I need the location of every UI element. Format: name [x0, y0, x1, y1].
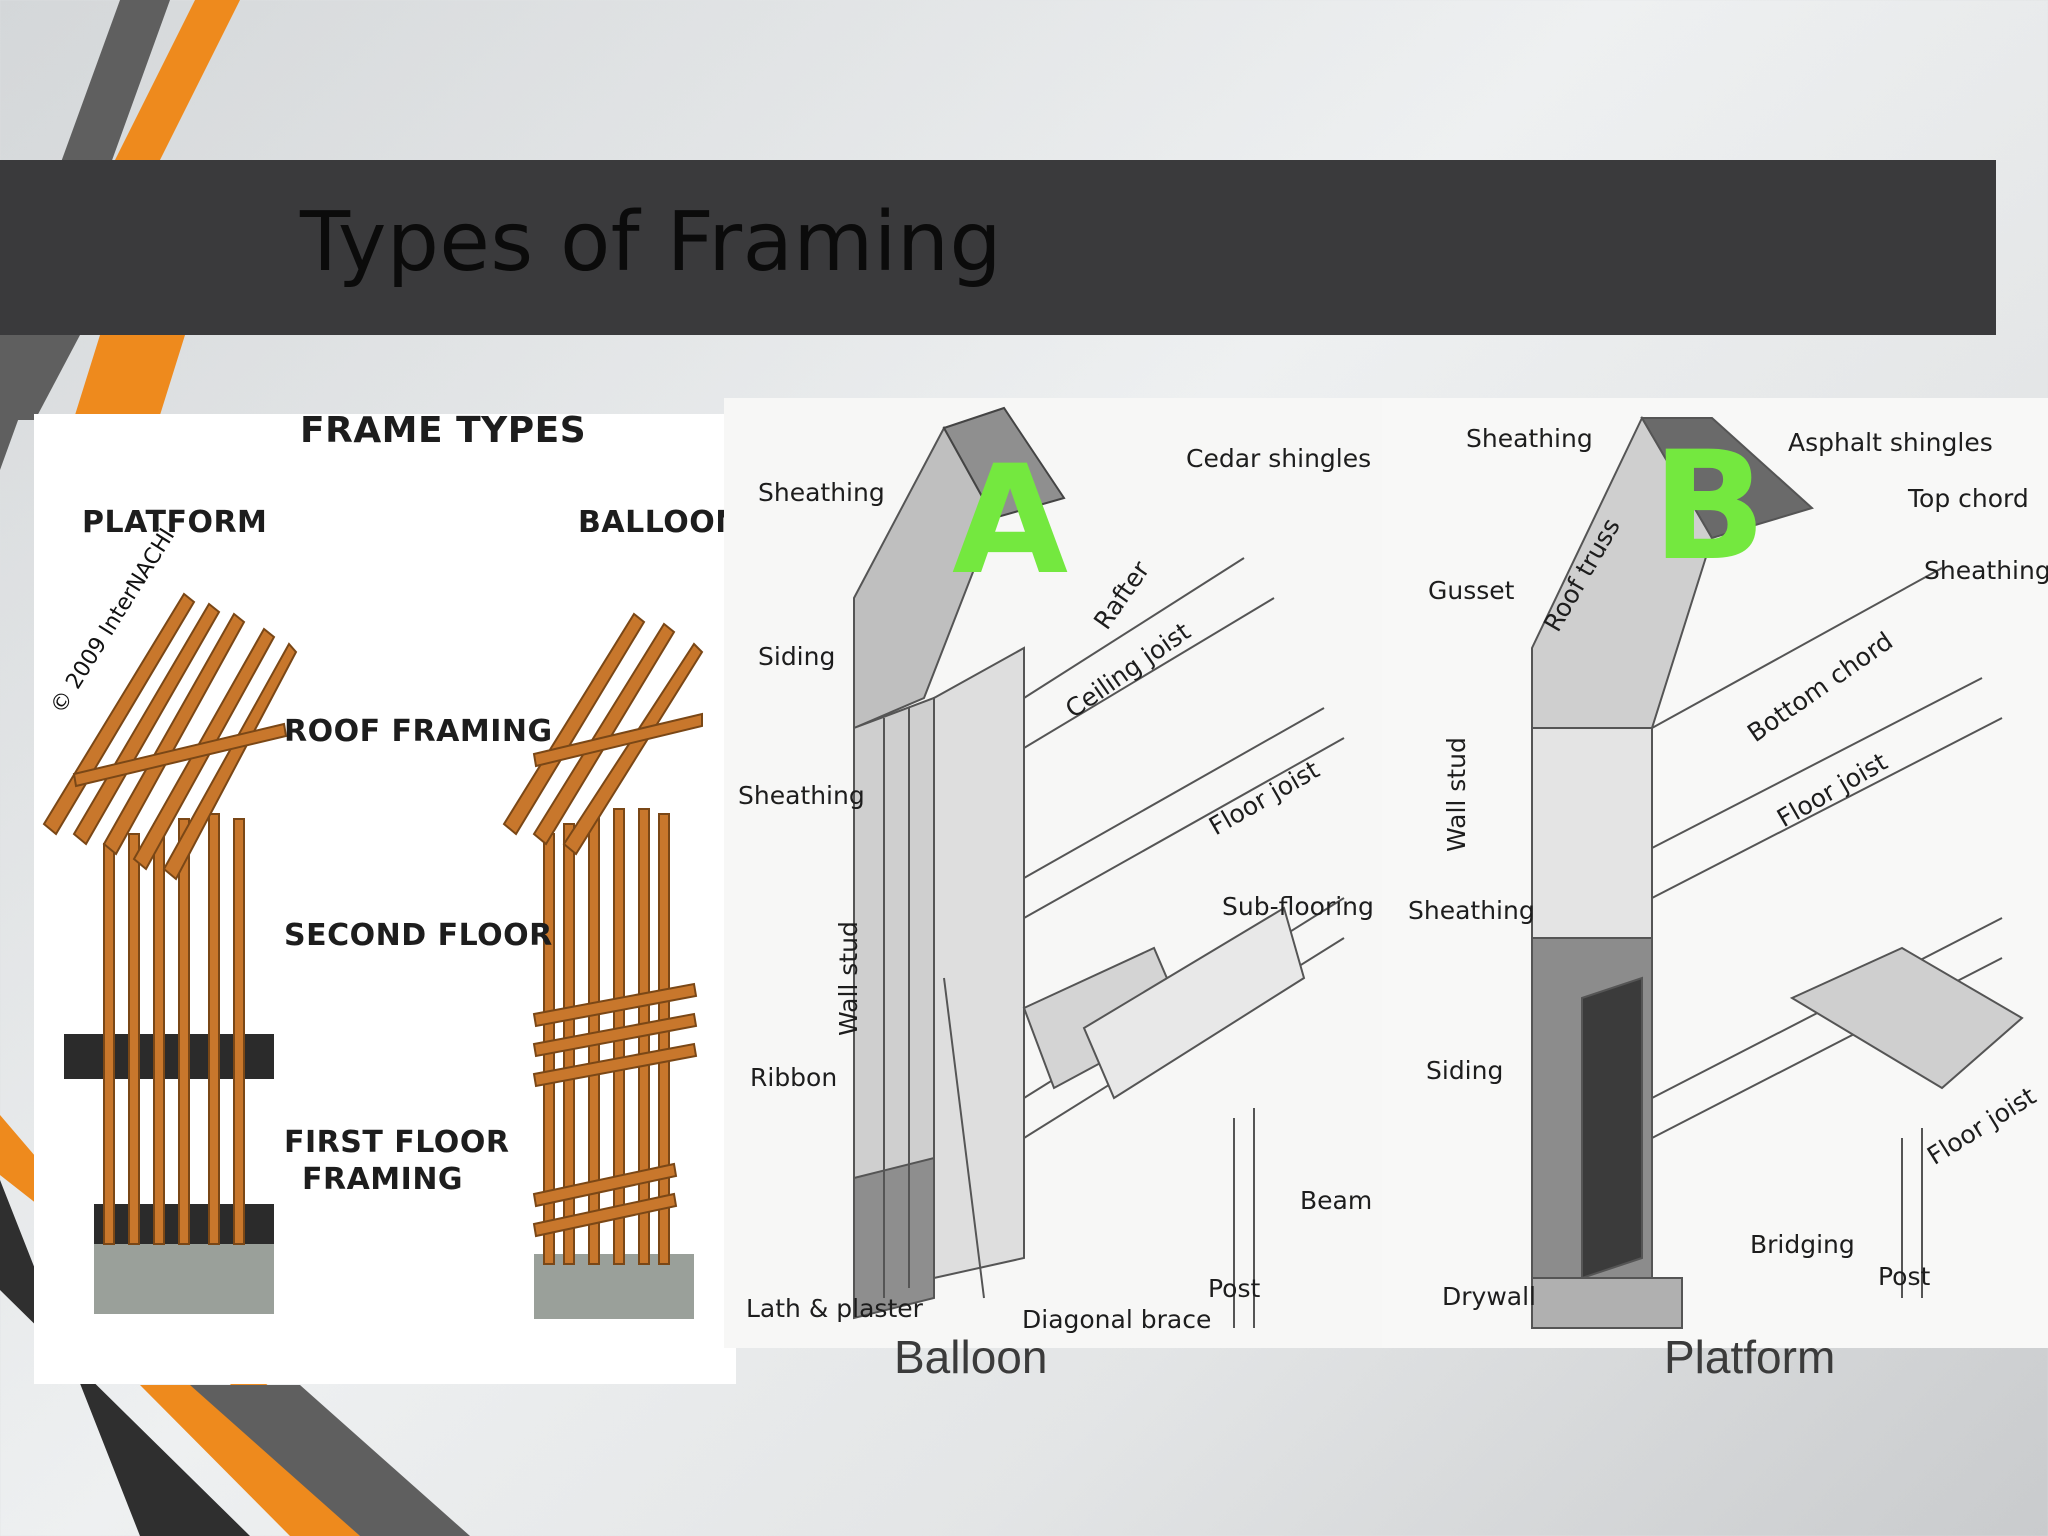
roof-framing-label: ROOF FRAMING: [284, 714, 553, 749]
balloon-label-lath-plaster: Lath & plaster: [746, 1294, 923, 1323]
balloon-column-label: BALLOON: [578, 505, 741, 540]
second-floor-label: SECOND FLOOR: [284, 918, 553, 953]
balloon-label-wall-stud: Wall stud: [834, 921, 863, 1036]
platform-label-wall-stud: Wall stud: [1442, 737, 1471, 852]
balloon-label-sheathing-top: Sheathing: [758, 478, 885, 507]
platform-label-drywall: Drywall: [1442, 1282, 1536, 1311]
platform-label-asphalt-shingles: Asphalt shingles: [1788, 428, 1993, 457]
platform-label-gusset: Gusset: [1428, 576, 1515, 605]
title-bar: [0, 160, 1996, 335]
balloon-illustration: [853, 406, 1345, 1328]
platform-label-sheathing-right: Sheathing: [1924, 556, 2048, 585]
platform-caption: Platform: [1664, 1331, 1836, 1383]
platform-label-sheathing-left: Sheathing: [1408, 896, 1535, 925]
balloon-letter-a: A: [952, 434, 1069, 608]
platform-label-bridging: Bridging: [1750, 1230, 1855, 1259]
first-floor-label-line2: FRAMING: [302, 1162, 464, 1197]
platform-label-post: Post: [1878, 1262, 1931, 1291]
platform-illustration: [1531, 415, 2024, 1329]
slide-title: Types of Framing: [300, 195, 1003, 290]
balloon-label-diagonal-brace: Diagonal brace: [1022, 1305, 1212, 1334]
balloon-panel: [724, 398, 1382, 1348]
balloon-label-cedar-shingles: Cedar shingles: [1186, 444, 1372, 473]
gray-stripe-bottom-2: [190, 1385, 470, 1536]
balloon-label-sheathing-mid: Sheathing: [738, 781, 865, 810]
dark-stripe-bottom: [0, 1180, 250, 1536]
orange-stripe-mid: [75, 335, 185, 415]
platform-label-sheathing-top: Sheathing: [1466, 424, 1593, 453]
balloon-frame-drawing: [502, 612, 704, 1319]
platform-panel: [1382, 398, 2048, 1348]
balloon-label-siding: Siding: [758, 642, 836, 671]
orange-stripe-bottom-2: [140, 1385, 360, 1536]
orange-stripe-top: [115, 0, 240, 160]
balloon-label-ribbon: Ribbon: [750, 1063, 838, 1092]
frame-types-heading: FRAME TYPES: [300, 410, 587, 451]
balloon-label-sub-flooring: Sub-flooring: [1222, 892, 1374, 921]
platform-frame-drawing: [42, 592, 298, 1314]
platform-column-label: PLATFORM: [82, 505, 268, 540]
platform-letter-b: B: [1652, 420, 1767, 594]
first-floor-label-line1: FIRST FLOOR: [284, 1125, 510, 1160]
frame-types-illustration: [42, 592, 704, 1319]
balloon-label-beam: Beam: [1300, 1186, 1373, 1215]
balloon-caption: Balloon: [894, 1331, 1048, 1383]
platform-label-siding: Siding: [1426, 1056, 1504, 1085]
balloon-label-post: Post: [1208, 1274, 1261, 1303]
platform-label-top-chord: Top chord: [1908, 484, 2029, 513]
gray-stripe-mid: [0, 335, 80, 420]
